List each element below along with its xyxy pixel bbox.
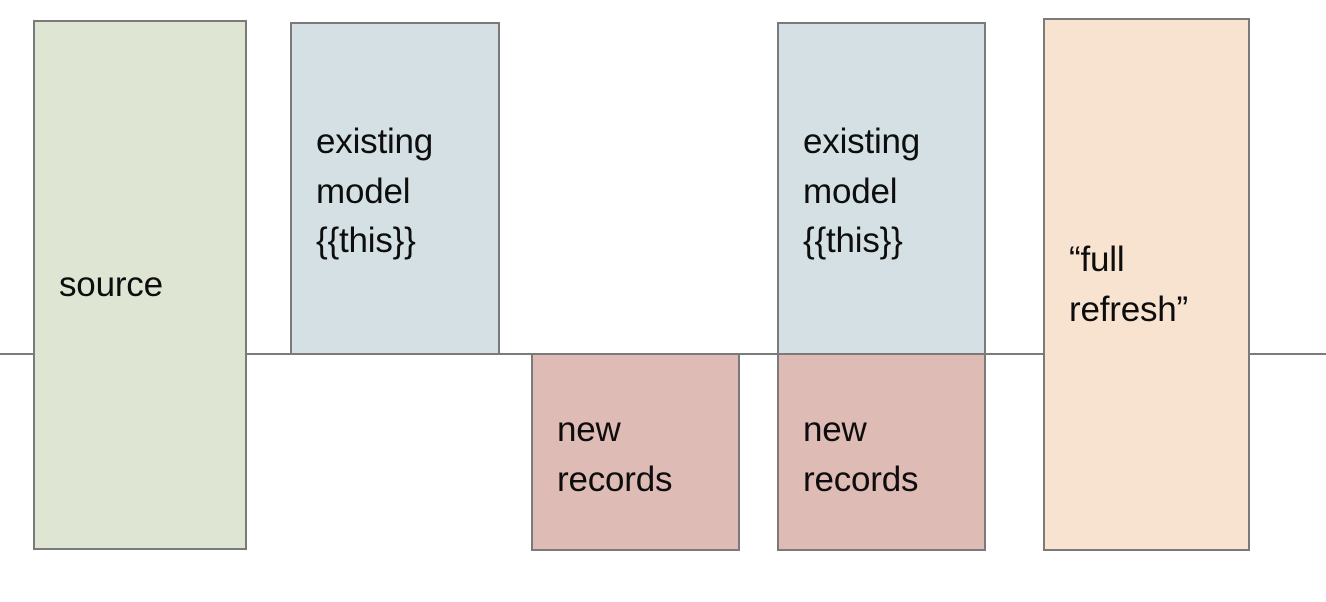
block-source-label: source <box>59 265 163 305</box>
block-existing-model-2-label: existing model {{this}} <box>803 122 921 261</box>
block-new-records-2-label: new records <box>803 410 919 499</box>
block-existing-model-2[interactable]: existing model {{this}} <box>777 22 986 355</box>
block-full-refresh[interactable]: “full refresh” <box>1043 18 1250 551</box>
block-new-records-1-label: new records <box>557 410 673 499</box>
block-full-refresh-label: “full refresh” <box>1069 240 1188 329</box>
block-new-records-1[interactable]: new records <box>531 353 740 551</box>
block-new-records-2[interactable]: new records <box>777 353 986 551</box>
block-existing-model-1[interactable]: existing model {{this}} <box>290 22 500 355</box>
block-source[interactable]: source <box>33 20 247 550</box>
block-existing-model-1-label: existing model {{this}} <box>316 122 434 261</box>
